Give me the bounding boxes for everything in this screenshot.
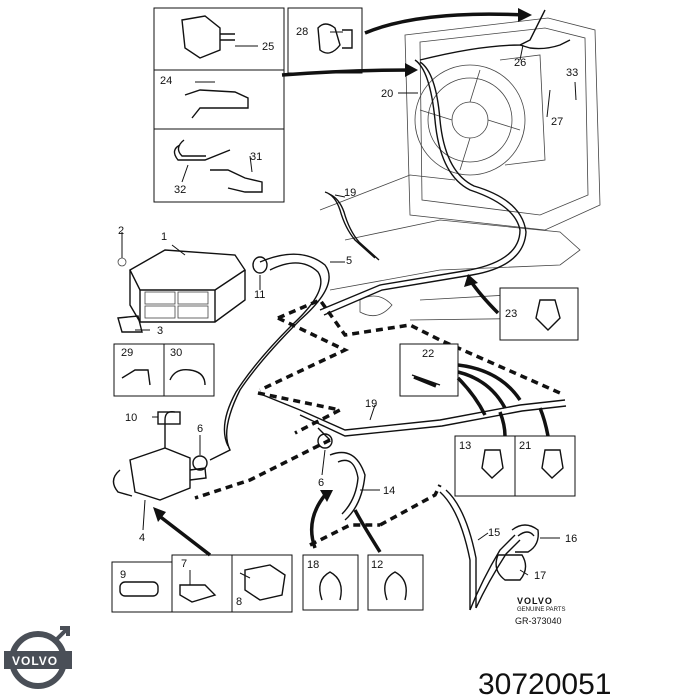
part-number: 30720051 <box>478 668 611 700</box>
callout-12: 12 <box>371 559 383 571</box>
carbon-canister <box>117 232 246 333</box>
callout-3: 3 <box>157 325 163 337</box>
callout-19-upper: 19 <box>344 187 356 199</box>
callout-4: 4 <box>139 532 145 544</box>
callout-29: 29 <box>121 347 133 359</box>
callout-7: 7 <box>181 558 187 570</box>
clamp-11 <box>252 256 268 274</box>
callout-27: 27 <box>551 116 563 128</box>
callout-19-lower: 19 <box>365 398 377 410</box>
inset-box-25-24-31-32 <box>153 7 285 203</box>
inset-box-18-12 <box>302 554 424 611</box>
callout-28: 28 <box>296 26 308 38</box>
connector-17 <box>495 554 527 581</box>
hose-14 <box>329 451 366 521</box>
callout-5: 5 <box>346 255 352 267</box>
callout-33: 33 <box>566 67 578 79</box>
callout-30: 30 <box>170 347 182 359</box>
inset-box-22 <box>399 343 459 397</box>
callout-24: 24 <box>160 75 172 87</box>
clamp-6 <box>192 433 333 471</box>
callout-18: 18 <box>307 559 319 571</box>
inset-box-29-30 <box>113 343 215 397</box>
callout-6-left: 6 <box>197 423 203 435</box>
callout-2: 2 <box>118 225 124 237</box>
callout-10: 10 <box>125 412 137 424</box>
callout-25: 25 <box>262 41 274 53</box>
callout-31: 31 <box>250 151 262 163</box>
callout-21: 21 <box>519 440 531 452</box>
inset-box-13-21 <box>454 435 576 497</box>
callout-labels: 25 24 31 32 28 26 33 20 27 19 1 2 5 11 3… <box>118 26 578 608</box>
brand-block: VOLVO GENUINE PARTS GR-373040 <box>515 596 565 626</box>
hose-5 <box>209 253 330 461</box>
evap-pipe-upper <box>319 9 571 316</box>
inset-box-23 <box>499 287 579 341</box>
callout-6-right: 6 <box>318 477 324 489</box>
callout-16: 16 <box>565 533 577 545</box>
brand-subtitle: GENUINE PARTS <box>517 607 565 613</box>
callout-15: 15 <box>488 527 500 539</box>
callout-1: 1 <box>161 231 167 243</box>
callout-22: 22 <box>422 348 434 360</box>
callout-11: 11 <box>254 289 265 301</box>
dashed-outline <box>194 297 561 547</box>
inset-box-28 <box>287 7 363 74</box>
callout-13: 13 <box>459 440 471 452</box>
logo-text: VOLVO <box>12 654 58 668</box>
diagram-reference: GR-373040 <box>515 616 562 626</box>
brand-name: VOLVO <box>517 596 553 606</box>
pointer-arrows <box>153 8 550 557</box>
callout-9: 9 <box>120 569 126 581</box>
purge-valve <box>112 410 207 501</box>
callout-32: 32 <box>174 184 186 196</box>
volvo-logo: VOLVO <box>4 626 72 689</box>
callout-17: 17 <box>534 570 546 582</box>
callout-14: 14 <box>383 485 395 497</box>
pipe-19-upper <box>324 191 380 261</box>
radiator-fan-assembly <box>319 17 601 321</box>
inset-box-9-7-8 <box>111 554 293 613</box>
callout-8: 8 <box>236 596 242 608</box>
callout-26: 26 <box>514 57 526 69</box>
callout-20: 20 <box>381 88 393 100</box>
leader-lines <box>135 31 577 585</box>
pipe-15 <box>439 489 521 611</box>
connector-16 <box>511 524 539 553</box>
callout-23: 23 <box>505 308 517 320</box>
